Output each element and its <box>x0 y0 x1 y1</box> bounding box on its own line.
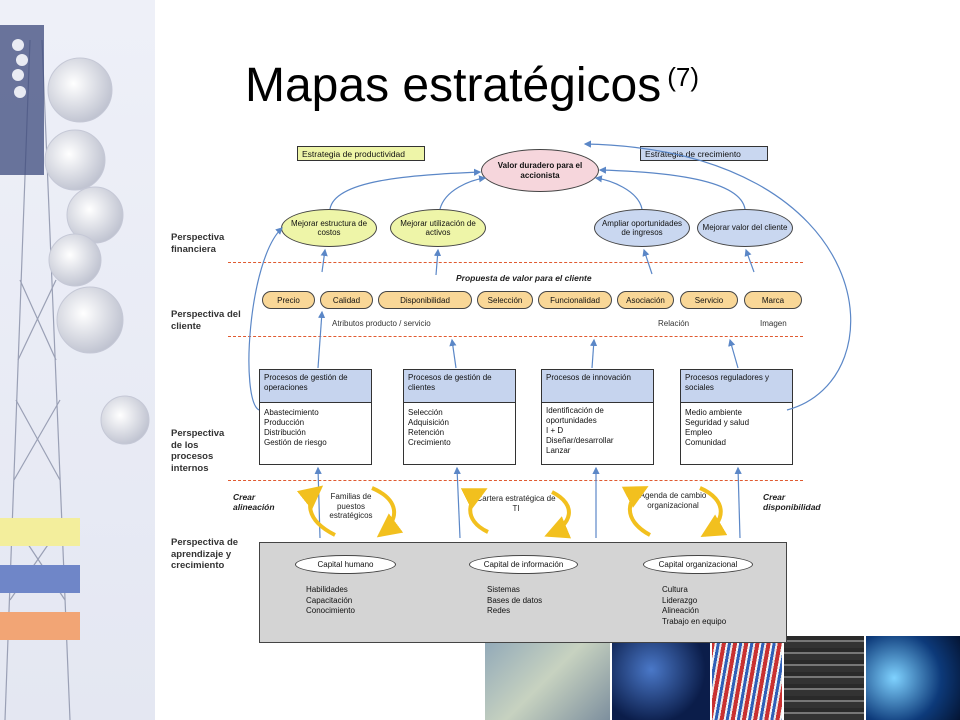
capital-human-list: Habilidades Capacitación Conocimiento <box>306 585 355 617</box>
goal-shareholder-value: Valor duradero para el accionista <box>481 149 599 192</box>
switch-photo <box>784 636 864 720</box>
strategy-productivity-label: Estrategia de productividad <box>297 146 425 161</box>
capital-organizational-list: Cultura Liderazgo Alineación Trabajo en … <box>662 585 726 627</box>
process-item: Selección <box>408 408 443 417</box>
capital-item: Capacitación <box>306 595 353 605</box>
process-item: Abastecimiento <box>264 408 319 417</box>
divider-internal-learning <box>228 480 803 481</box>
process-box-innovation: Procesos de innovación Identificación de… <box>541 369 654 465</box>
attribute-funcionalidad: Funcionalidad <box>538 291 612 309</box>
process-item: Producción <box>264 418 305 427</box>
process-item: Retención <box>408 428 445 437</box>
financial-objective-asset-utilization: Mejorar utilización de activos <box>390 209 486 247</box>
capital-information: Capital de información <box>469 555 578 574</box>
slide-title: Mapas estratégicos(7) <box>245 58 699 113</box>
capital-information-list: Sistemas Bases de datos Redes <box>487 585 542 617</box>
arrow-cost-to-goal <box>329 168 482 210</box>
attribute-marca: Marca <box>744 291 802 309</box>
perspective-customer-label: Perspectiva del cliente <box>171 309 241 332</box>
decorative-left-panel <box>0 0 155 720</box>
create-alignment-label: Crear alineación <box>233 492 275 512</box>
attribute-asociacion: Asociación <box>617 291 674 309</box>
orange-stripe <box>0 612 80 640</box>
financial-objective-customer-value: Mejorar valor del cliente <box>697 209 793 247</box>
process-item: Seguridad y salud <box>685 418 750 427</box>
arrow-value-to-goal <box>598 166 746 210</box>
antenna-tower-icon <box>0 25 150 720</box>
group-label-relationship: Relación <box>658 319 690 328</box>
arrow-learning-to-ops <box>314 466 322 539</box>
process-item: Gestión de riesgo <box>264 438 327 447</box>
divider-customer-internal <box>228 336 803 337</box>
process-item: oportunidades <box>546 416 597 425</box>
process-item: Lanzar <box>546 446 571 455</box>
arrow-regulatory-to-customer <box>728 338 739 369</box>
photo-strip <box>485 636 960 720</box>
financial-objective-revenue-opportunities: Ampliar oportunidades de ingresos <box>594 209 690 247</box>
capital-item: Habilidades <box>306 585 348 594</box>
perspective-learning-label: Perspectiva de aprendizaje y crecimiento <box>171 537 239 571</box>
attribute-precio: Precio <box>262 291 315 309</box>
capital-item: Cultura <box>662 585 688 594</box>
cycle-job-families: Familias de puestos estratégicos <box>329 492 373 520</box>
satellite-photo <box>612 636 710 720</box>
cycle-change-agenda: Agenda de cambio organizacional <box>639 491 707 510</box>
antenna-photo <box>485 636 610 720</box>
capital-item: Conocimiento <box>306 606 355 615</box>
attribute-disponibilidad: Disponibilidad <box>378 291 472 309</box>
process-item: Adquisición <box>408 418 449 427</box>
capital-item: Redes <box>487 606 511 615</box>
group-label-image: Imagen <box>760 319 787 328</box>
process-item: I + D <box>546 426 564 435</box>
process-item: Identificación de <box>546 406 604 415</box>
process-item: Medio ambiente <box>685 408 742 417</box>
financial-objective-cost-structure: Mejorar estructura de costos <box>281 209 377 247</box>
capital-item: Trabajo en equipo <box>662 616 727 626</box>
arrow-clients-to-customer <box>449 338 457 369</box>
capital-item: Sistemas <box>487 585 520 594</box>
perspective-financial-label: Perspectiva financiera <box>171 232 225 255</box>
capital-item: Bases de datos <box>487 595 543 605</box>
arrow-customer-to-value <box>744 248 755 273</box>
fiber-optic-photo <box>866 636 960 720</box>
attribute-servicio: Servicio <box>680 291 738 309</box>
process-header-operations: Procesos de gestión de operaciones <box>260 370 371 403</box>
process-item: Distribución <box>264 428 306 437</box>
arrow-ops-to-customer <box>317 310 326 369</box>
cables-photo <box>712 636 782 720</box>
strategy-growth-label: Estrategia de crecimiento <box>640 146 768 161</box>
process-item: Empleo <box>685 428 713 437</box>
yellow-stripe <box>0 518 80 546</box>
capital-human: Capital humano <box>295 555 396 574</box>
arrow-learning-to-regulatory <box>734 466 742 539</box>
arrow-revenue-to-goal <box>594 175 643 210</box>
create-readiness-label: Crear disponibilidad <box>763 492 821 512</box>
divider-financial-customer <box>228 262 803 263</box>
cycle-it-portfolio: Cartera estratégica de TI <box>476 494 556 513</box>
process-item: Comunidad <box>685 438 726 447</box>
process-box-operations: Procesos de gestión de operaciones Abast… <box>259 369 372 465</box>
process-box-customers: Procesos de gestión de clientes Selecció… <box>403 369 516 465</box>
arrow-innovation-to-customer <box>589 338 598 369</box>
process-item: Diseñar/desarrollar <box>546 436 614 445</box>
group-label-attributes: Atributos producto / servicio <box>332 319 431 328</box>
capital-organizational: Capital organizacional <box>643 555 753 574</box>
arrow-customer-to-cost <box>320 248 328 273</box>
slide-title-superscript: (7) <box>667 62 699 92</box>
process-header-customers: Procesos de gestión de clientes <box>404 370 515 403</box>
attribute-calidad: Calidad <box>320 291 373 309</box>
process-header-innovation: Procesos de innovación <box>542 370 653 403</box>
slide-title-text: Mapas estratégicos <box>245 59 662 112</box>
process-box-regulatory: Procesos reguladores y sociales Medio am… <box>680 369 793 465</box>
process-item: Crecimiento <box>408 438 451 447</box>
perspective-internal-label: Perspectiva de los procesos internos <box>171 428 225 474</box>
arrow-learning-to-clients <box>453 466 461 539</box>
capital-item: Alineación <box>662 606 699 615</box>
attribute-seleccion: Selección <box>477 291 533 309</box>
arrow-assets-to-goal <box>439 175 487 210</box>
value-proposition-title: Propuesta de valor para el cliente <box>456 273 592 283</box>
process-header-regulatory: Procesos reguladores y sociales <box>681 370 792 403</box>
blue-stripe <box>0 565 80 593</box>
capital-item: Liderazgo <box>662 595 698 605</box>
